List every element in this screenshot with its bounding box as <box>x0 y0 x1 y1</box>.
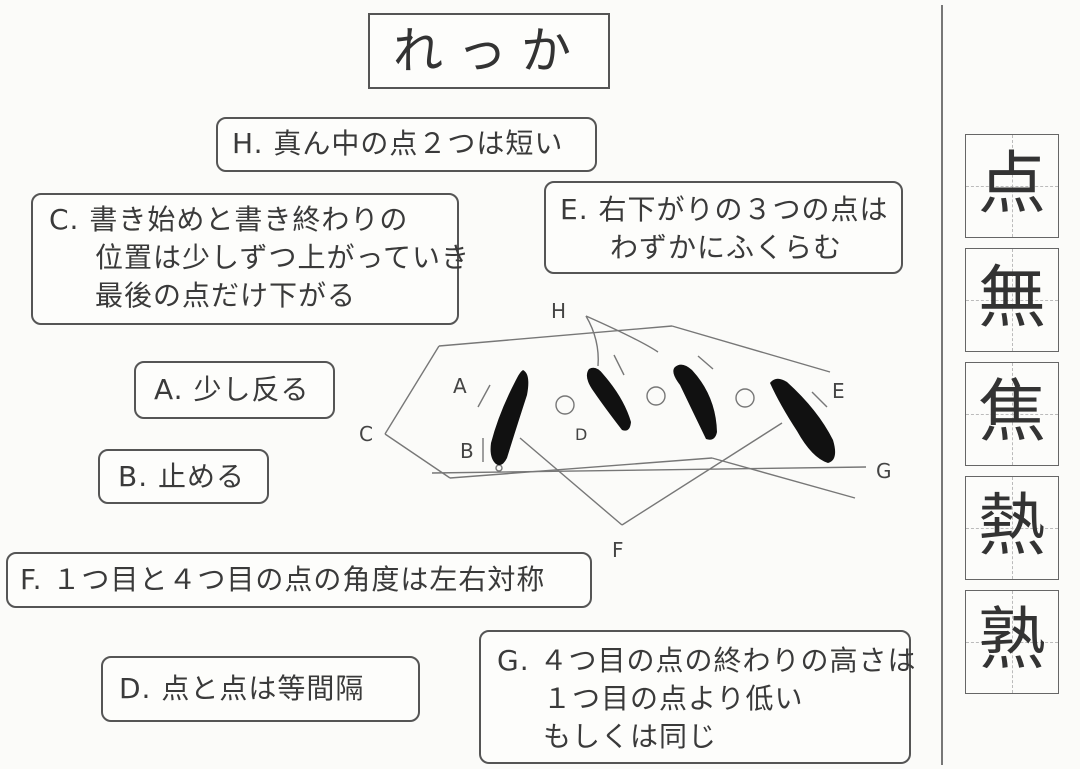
note-b: B. 止める <box>98 449 269 504</box>
guide-line-c-top <box>438 325 673 347</box>
dot-2 <box>586 367 631 431</box>
note-e-line-2: わずかにふくらむ <box>610 231 843 264</box>
note-c-line-3: 最後の点だけ下がる <box>95 279 357 312</box>
note-c-line-2: 位置は少しずつ上がっていき <box>95 241 471 274</box>
note-g-line-3: もしくは同じ <box>543 720 718 753</box>
note-g-line-2: １つ目の点より低い <box>543 682 804 715</box>
example-cell-1: 点 <box>965 134 1059 238</box>
arrow-small-1 <box>613 354 625 376</box>
arrow-h-1 <box>585 315 599 367</box>
diagram-label-g: G <box>876 459 892 483</box>
arrow-a <box>477 384 491 408</box>
diagram-label-e: E <box>832 379 845 403</box>
note-g-line-1: G. ４つ目の点の終わりの高さは <box>497 644 917 677</box>
note-h-text: H. 真ん中の点２つは短い <box>232 127 564 160</box>
example-cell-2: 無 <box>965 248 1059 352</box>
note-b-text: B. 止める <box>118 460 246 493</box>
arrow-e <box>811 391 828 408</box>
note-c: C. 書き始めと書き終わりの 位置は少しずつ上がっていき 最後の点だけ下がる <box>31 193 471 325</box>
note-f: F. １つ目と４つ目の点の角度は左右対称 <box>6 552 592 608</box>
diagram-label-c: C <box>359 422 373 446</box>
dot-1 <box>490 370 529 466</box>
note-e-line-1: E. 右下がりの３つの点は <box>560 193 889 226</box>
arrow-h-2 <box>585 315 659 353</box>
diagram-label-f: F <box>612 538 624 560</box>
guide-line-c-bottom-2 <box>711 457 856 499</box>
note-d: D. 点と点は等間隔 <box>101 656 420 722</box>
page-title: れっか <box>368 13 610 89</box>
spacing-circle-1 <box>555 395 575 415</box>
dot-3 <box>673 364 717 440</box>
example-char: 焦 <box>977 373 1046 452</box>
diagram-label-h: H <box>551 299 566 323</box>
example-cell-5: 熟 <box>965 590 1059 694</box>
example-cell-3: 焦 <box>965 362 1059 466</box>
guide-line-c-bottom <box>449 457 713 479</box>
guide-line-c-join-top <box>384 345 440 435</box>
example-char: 無 <box>977 259 1046 338</box>
note-g: G. ４つ目の点の終わりの高さは １つ目の点より低い もしくは同じ <box>479 630 917 764</box>
stop-mark <box>495 464 503 472</box>
note-a-text: A. 少し反る <box>154 373 310 406</box>
diagram-label-a: A <box>453 374 467 398</box>
note-e: E. 右下がりの３つの点は わずかにふくらむ <box>544 181 903 274</box>
guide-line-g <box>431 466 867 474</box>
diagram-label-d: D <box>575 425 587 444</box>
arrow-small-2 <box>697 355 714 370</box>
spacing-circle-2 <box>646 386 666 406</box>
guide-line-f-right <box>621 422 783 526</box>
note-f-text: F. １つ目と４つ目の点の角度は左右対称 <box>20 563 546 596</box>
example-char: 点 <box>977 145 1046 224</box>
example-char: 熟 <box>977 601 1046 680</box>
diagram-label-b: B <box>460 439 474 463</box>
example-char: 熱 <box>977 487 1046 566</box>
dot-4 <box>770 378 836 463</box>
guide-line-c-top-2 <box>671 325 831 373</box>
note-h: H. 真ん中の点２つは短い <box>216 117 597 172</box>
guide-line-c-join-bottom <box>384 433 451 479</box>
spacing-circle-3 <box>735 388 755 408</box>
example-cell-4: 熱 <box>965 476 1059 580</box>
note-d-text: D. 点と点は等間隔 <box>119 672 365 705</box>
vertical-divider <box>941 5 943 765</box>
stroke-diagram: H A B C D E F G <box>359 299 892 560</box>
note-a: A. 少し反る <box>134 361 335 419</box>
guide-line-f-left <box>519 437 623 526</box>
note-c-line-1: C. 書き始めと書き終わりの <box>49 203 409 236</box>
